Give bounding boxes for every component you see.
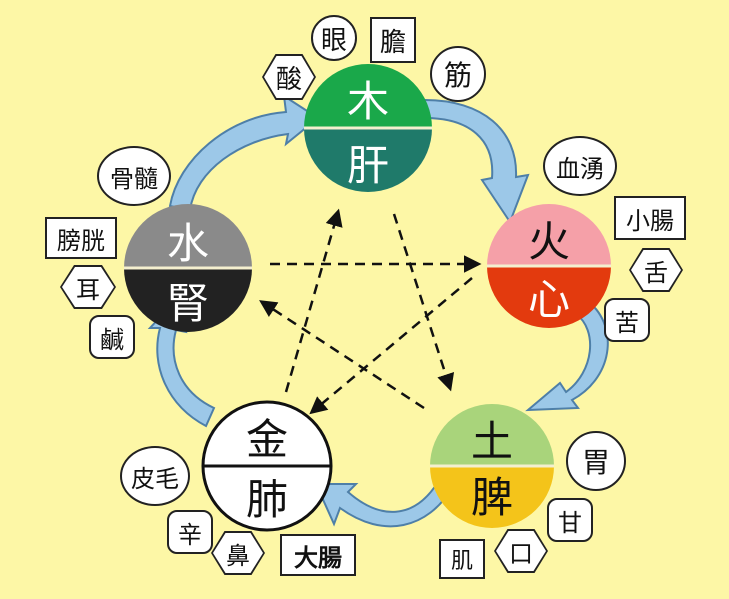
large-intestine-label: 大腸 (280, 534, 356, 576)
generating-cycle-arrows (147, 93, 609, 528)
water-element-label: 水 (166, 218, 209, 268)
wood-disc-top (304, 64, 432, 128)
wood-to-earth-dashed (392, 213, 455, 392)
sour-label: 酸 (262, 54, 316, 100)
wood-disc (304, 64, 432, 192)
gallbladder-label: 膽 (370, 17, 416, 63)
element-discs (124, 64, 611, 532)
earth-disc-top (430, 404, 554, 466)
bone-marrow-label: 骨髓 (97, 146, 171, 206)
fire-to-metal-dashed (309, 277, 473, 415)
water-to-wood-arrow (168, 93, 320, 212)
lung-organ-label: 肺 (245, 474, 288, 524)
tendon-label: 筋 (430, 46, 486, 102)
salty-label: 鹹 (89, 315, 135, 359)
water-disc-bottom (124, 268, 252, 332)
fire-disc (487, 204, 611, 328)
small-intestine-label: 小腸 (614, 196, 686, 240)
earth-to-water-dashed (259, 300, 425, 410)
earth-to-metal-arrow (314, 480, 454, 528)
ear-label: 耳 (60, 265, 116, 309)
earth-disc-bottom (430, 466, 554, 528)
fire-disc-top (487, 204, 611, 266)
controlling-cycle-arrows (259, 208, 482, 415)
eye-label: 眼 (311, 15, 357, 61)
flesh-label: 肌 (439, 539, 485, 579)
metal-disc-bottom (203, 466, 331, 530)
earth-element-label: 土 (470, 416, 513, 466)
fire-disc-bottom (487, 266, 611, 328)
skin-label: 皮毛 (120, 446, 190, 506)
water-disc-top (124, 204, 252, 268)
bladder-label: 膀胱 (45, 217, 117, 259)
metal-disc-outline (201, 400, 333, 532)
heart-organ-label: 心 (527, 274, 570, 324)
stomach-label: 胃 (566, 431, 626, 491)
metal-to-water-arrow (147, 298, 216, 428)
water-disc (124, 204, 252, 332)
blood-label: 血湧 (543, 136, 617, 196)
fire-element-label: 火 (527, 216, 570, 266)
metal-disc (201, 400, 333, 532)
metal-element-label: 金 (245, 414, 288, 464)
sweet-label: 甘 (547, 498, 593, 542)
wood-disc-bottom (304, 128, 432, 192)
kidney-organ-label: 腎 (166, 278, 209, 328)
pungent-label: 辛 (167, 510, 213, 554)
bitter-label: 苦 (604, 298, 650, 342)
spleen-organ-label: 脾 (470, 472, 513, 522)
earth-disc (430, 404, 554, 528)
metal-to-wood-dashed (284, 208, 343, 393)
metal-disc-top (203, 402, 331, 466)
liver-organ-label: 肝 (346, 140, 389, 190)
wood-to-fire-arrow (424, 98, 530, 225)
wood-element-label: 木 (346, 76, 389, 126)
